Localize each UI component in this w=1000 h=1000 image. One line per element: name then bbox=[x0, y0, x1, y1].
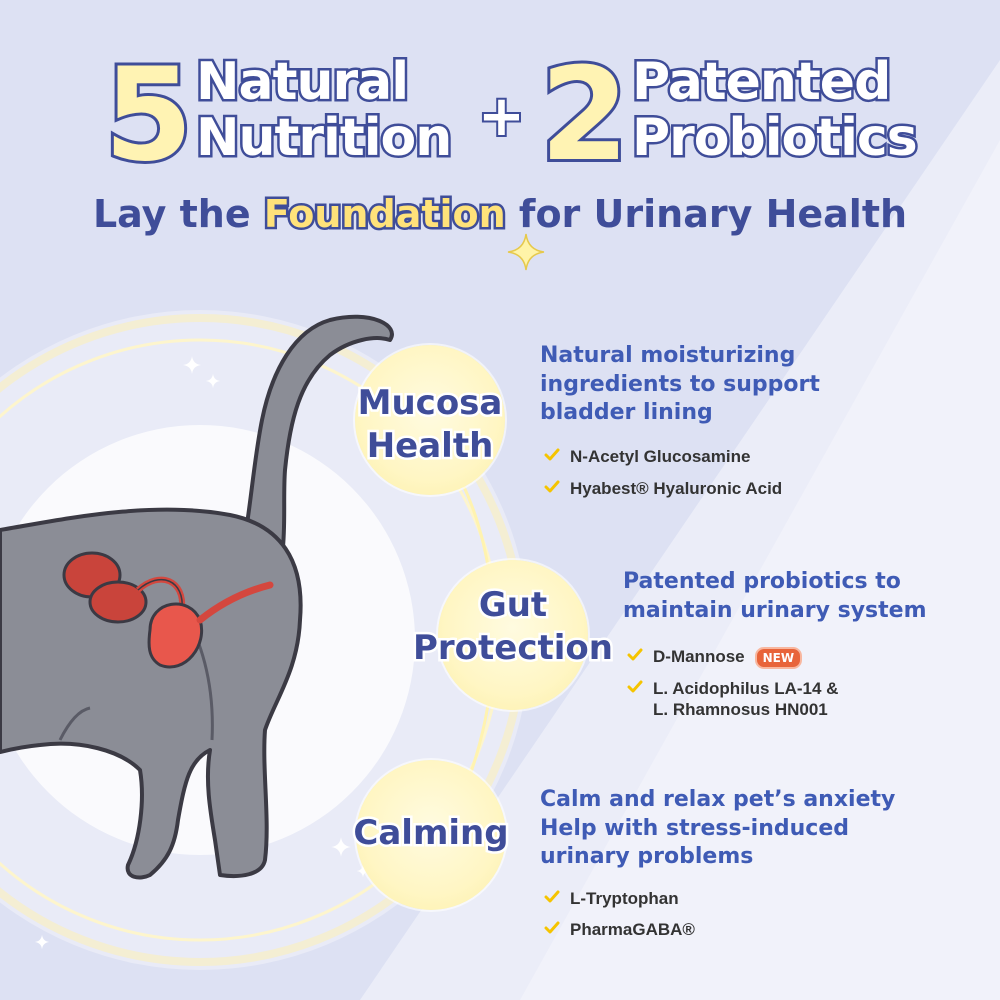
bubble-label-line: Gut bbox=[476, 583, 549, 628]
headline-word-natural: Natural bbox=[193, 52, 411, 112]
bubble-label-line: Protection bbox=[411, 625, 616, 670]
check-icon bbox=[627, 648, 643, 661]
headline-number-2: 2 bbox=[537, 41, 632, 190]
bubble-label-line: Health bbox=[364, 423, 496, 468]
ingredient-text: L. Rhamnosus HN001 bbox=[653, 700, 828, 720]
feature-bubble-mucosa bbox=[355, 345, 505, 495]
sparkle-icon bbox=[507, 233, 545, 271]
subtitle-before: Lay the bbox=[92, 192, 251, 236]
ingredient-text: PharmaGABA® bbox=[570, 920, 695, 939]
ingredient-item: PharmaGABA® bbox=[544, 919, 695, 940]
headline-word-patented: Patented bbox=[629, 52, 893, 112]
sparkle-icon bbox=[183, 356, 201, 374]
cat-illustration bbox=[0, 314, 394, 880]
ingredient-text: Hyabest® Hyaluronic Acid bbox=[570, 479, 783, 498]
bubble-label-line: Calming bbox=[351, 811, 511, 856]
feature-title-line: Help with stress-induced bbox=[540, 815, 850, 841]
feature-title-calming: Calm and relax pet’s anxiety Help with s… bbox=[540, 786, 895, 872]
feature-title-line: ingredients to support bbox=[540, 371, 820, 397]
feature-bubble-gut bbox=[438, 560, 588, 710]
feature-title-gut: Patented probiotics to maintain urinary … bbox=[623, 568, 927, 625]
ingredient-item: N-Acetyl Glucosamine bbox=[544, 446, 750, 467]
feature-title-line: Natural moisturizing bbox=[540, 343, 796, 368]
subtitle: Lay the Foundation for Urinary Health bbox=[0, 190, 1000, 239]
sparkle-icon bbox=[331, 837, 351, 857]
headline-word-probiotics: Probiotics bbox=[630, 108, 921, 168]
ingredient-item: L. Acidophilus LA-14 & L. Rhamnosus HN00… bbox=[627, 678, 838, 721]
bubble-label-gut: Gut Protection bbox=[400, 583, 626, 670]
check-icon bbox=[627, 680, 643, 693]
feature-title-line: maintain urinary system bbox=[623, 597, 927, 623]
ingredient-text: L-Tryptophan bbox=[570, 889, 679, 908]
ingredient-item: D-Mannose NEW bbox=[627, 646, 803, 669]
ingredient-item: L-Tryptophan bbox=[544, 888, 679, 909]
check-icon bbox=[544, 890, 560, 903]
sparkle-icon bbox=[34, 934, 50, 950]
headline-number-5: 5 bbox=[101, 41, 196, 190]
kidney-illustration bbox=[62, 551, 274, 669]
sparkle-icon bbox=[356, 864, 370, 878]
check-icon bbox=[544, 480, 560, 493]
bubble-label-mucosa: Mucosa Health bbox=[340, 381, 520, 468]
feature-title-line: urinary problems bbox=[540, 844, 754, 870]
ingredient-item: Hyabest® Hyaluronic Acid bbox=[544, 478, 782, 499]
ingredient-text: D-Mannose bbox=[653, 647, 745, 666]
sparkle-icon bbox=[205, 373, 221, 389]
subtitle-highlight: Foundation bbox=[261, 190, 508, 239]
feature-title-mucosa: Natural moisturizing ingredients to supp… bbox=[540, 342, 820, 428]
headline-plus: + bbox=[476, 82, 527, 151]
subtitle-after: for Urinary Health bbox=[518, 192, 908, 236]
ingredient-text: N-Acetyl Glucosamine bbox=[570, 447, 751, 466]
ingredient-text: L. Acidophilus LA-14 & bbox=[653, 679, 839, 698]
bubble-label-calming: Calming bbox=[340, 811, 522, 856]
check-icon bbox=[544, 448, 560, 461]
feature-bubble-calming bbox=[356, 760, 506, 910]
feature-title-line: Calm and relax pet’s anxiety bbox=[540, 787, 896, 812]
bubble-label-line: Mucosa bbox=[355, 381, 505, 426]
feature-title-line: bladder lining bbox=[540, 400, 713, 426]
new-badge: NEW bbox=[754, 646, 803, 669]
check-icon bbox=[544, 921, 560, 934]
headline-word-nutrition: Nutrition bbox=[193, 108, 454, 168]
feature-title-line: Patented probiotics to bbox=[623, 569, 901, 594]
